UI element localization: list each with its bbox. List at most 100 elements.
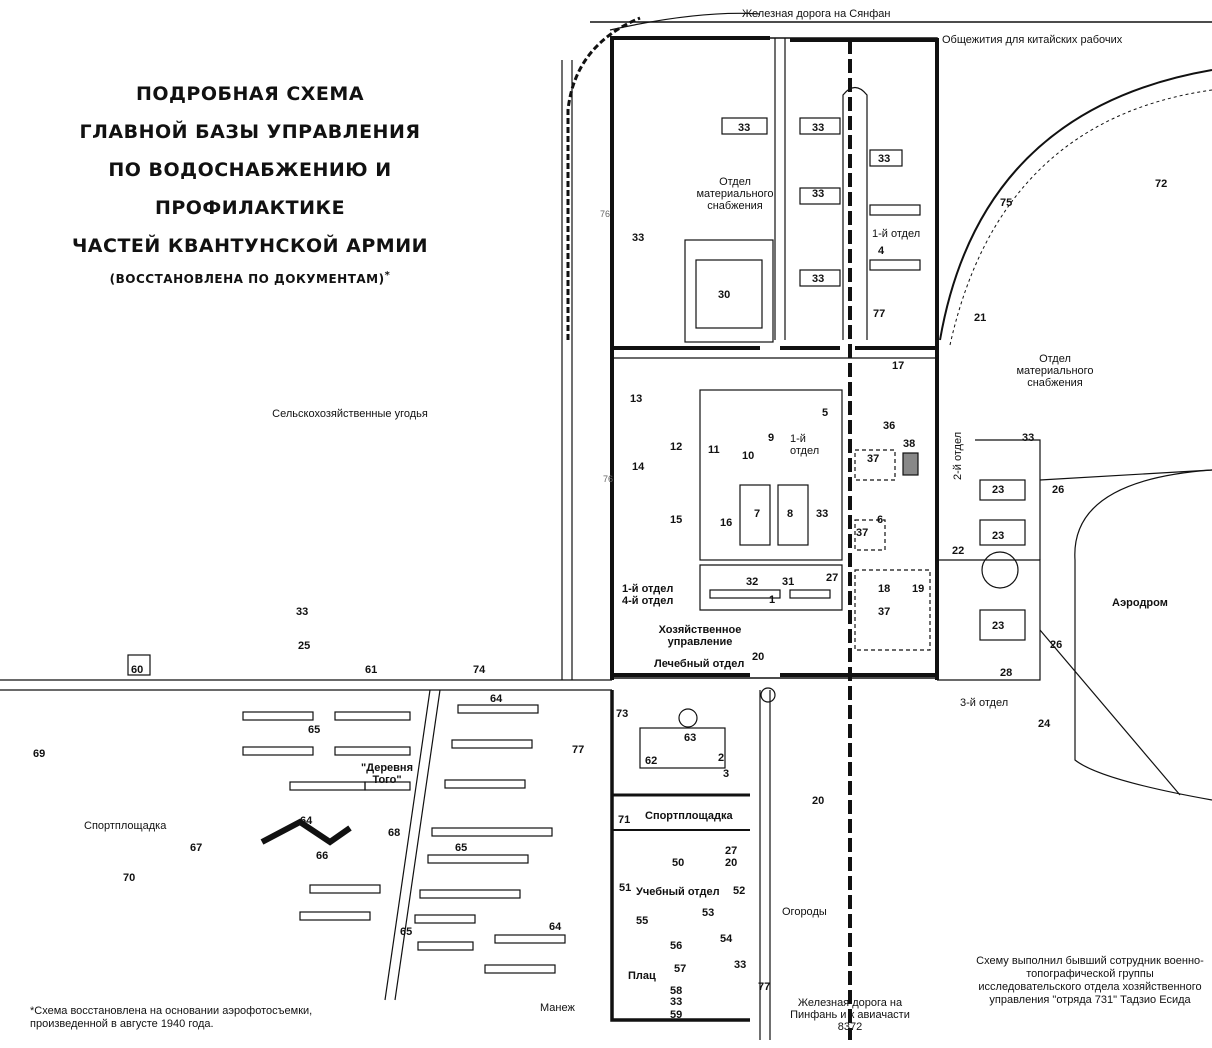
label-dept1-4: 1-й отдел 4-й отдел xyxy=(622,583,674,607)
label-dept1-top: 1-й отдел xyxy=(872,228,921,240)
bldg-num: 1 xyxy=(769,594,776,606)
bldg-num: 33 xyxy=(812,273,825,285)
roundabout-south xyxy=(760,687,776,703)
south-compound-wall xyxy=(610,690,750,1022)
bldg-num: 57 xyxy=(674,963,687,975)
central-block xyxy=(699,389,843,561)
bldg-num: 75 xyxy=(1000,197,1013,209)
bldg-num: 8 xyxy=(787,508,794,520)
label-farmland: Сельскохозяйственные угодья xyxy=(272,408,428,420)
block-hq xyxy=(699,564,843,611)
bldg-num: 69 xyxy=(33,748,46,760)
bldg-num: 23 xyxy=(992,530,1005,542)
bldg-num: 71 xyxy=(618,814,631,826)
bldg-num: 9 xyxy=(768,432,775,444)
bldg-num: 33 xyxy=(632,232,645,244)
compound-wall-west xyxy=(610,36,770,680)
bldg-num: 58 xyxy=(670,985,683,997)
bldg-num: 64 xyxy=(549,921,562,933)
bldg-num: 51 xyxy=(619,882,632,894)
bldg-num: 28 xyxy=(1000,667,1013,679)
east-block xyxy=(937,559,1041,681)
title-line-4: ЧАСТЕЙ КВАНТУНСКОЙ АРМИИ xyxy=(71,235,429,257)
subtitle-text: (ВОССТАНОВЛЕНА ПО ДОКУМЕНТАМ) xyxy=(109,272,385,286)
bldg-num: 25 xyxy=(298,640,311,652)
bldg-num: 26 xyxy=(1052,484,1065,496)
bldg-num: 13 xyxy=(630,393,643,405)
road-east xyxy=(1039,469,1212,481)
bldg-num: 66 xyxy=(316,850,329,862)
bldg-num: 50 xyxy=(672,857,685,869)
label-railway-south: Железная дорога на Пинфань и к авиачасти… xyxy=(790,997,910,1033)
bldg-num: 77 xyxy=(758,981,771,993)
bldg-num: 54 xyxy=(720,933,733,945)
bldg-num: 6 xyxy=(877,514,884,526)
bldg-num: 65 xyxy=(308,724,321,736)
bldg-num: 12 xyxy=(670,441,683,453)
railway-west-branch xyxy=(566,16,641,340)
bldg-num: 37 xyxy=(856,527,869,539)
road-diag-east xyxy=(1039,629,1181,796)
credit-note: Схему выполнил бывший сотрудник военно-т… xyxy=(976,955,1204,1006)
label-dept1-mid: 1-й отдел xyxy=(790,433,820,457)
map-title: ПОДРОБНАЯ СХЕМА ГЛАВНОЙ БАЗЫ УПРАВЛЕНИЯ … xyxy=(40,75,460,290)
bldg-num: 23 xyxy=(992,484,1005,496)
bldg-num: 33 xyxy=(812,188,825,200)
bldg-num: 20 xyxy=(812,795,825,807)
title-line-3: ПО ВОДОСНАБЖЕНИЮ И ПРОФИЛАКТИКЕ xyxy=(108,159,392,219)
bldg-num: 26 xyxy=(1050,639,1063,651)
road-diag xyxy=(394,689,441,1001)
label-medical: Лечебный отдел xyxy=(654,658,745,670)
bldg-num: 23 xyxy=(992,620,1005,632)
bldg-num: 76 xyxy=(603,474,614,484)
bldg-num: 14 xyxy=(632,461,645,473)
bldg-num: 70 xyxy=(123,872,136,884)
bldg-num: 33 xyxy=(670,996,683,1008)
bldg-num: 24 xyxy=(1038,718,1051,730)
label-dept2: 2-й отдел xyxy=(952,431,964,480)
label-airfield: Аэродром xyxy=(1112,597,1168,609)
bldg-num: 56 xyxy=(670,940,683,952)
bldg-num: 32 xyxy=(746,576,759,588)
label-training: Учебный отдел xyxy=(636,886,720,898)
bldg-num: 62 xyxy=(645,755,658,767)
bldg-num: 16 xyxy=(720,517,733,529)
bldg-num: 74 xyxy=(473,664,486,676)
bldg-num: 65 xyxy=(400,926,413,938)
compound-wall-east xyxy=(790,38,939,680)
railway-east-curve-2 xyxy=(949,89,1212,346)
label-manege: Манеж xyxy=(540,1002,575,1014)
bldg-num: 55 xyxy=(636,915,649,927)
bldg-num: 73 xyxy=(616,708,629,720)
title-subtitle: (ВОССТАНОВЛЕНА ПО ДОКУМЕНТАМ)* xyxy=(40,265,460,290)
bldg-num: 30 xyxy=(718,289,731,301)
bldg-num: 76 xyxy=(600,209,611,219)
label-parade: Плац xyxy=(628,970,656,982)
bldg-num: 72 xyxy=(1155,178,1168,190)
bldg-num: 15 xyxy=(670,514,683,526)
bldg-num: 33 xyxy=(734,959,747,971)
road-diag-2 xyxy=(384,689,431,1001)
label-dorms: Общежития для китайских рабочих xyxy=(942,34,1123,46)
title-line-1: ПОДРОБНАЯ СХЕМА xyxy=(135,83,365,105)
bldg-num: 60 xyxy=(131,664,144,676)
bldg-num: 77 xyxy=(572,744,585,756)
bldg-num: 20 xyxy=(752,651,765,663)
railway-east-curve xyxy=(939,69,1212,341)
bldg-num: 33 xyxy=(816,508,829,520)
airfield-edge xyxy=(1074,469,1212,801)
bldg-num: 7 xyxy=(754,508,761,520)
bldg-num: 38 xyxy=(903,438,916,450)
label-supply-nw: Отдел материального снабжения xyxy=(696,176,774,212)
label-sports-left: Спортплощадка xyxy=(84,820,167,832)
label-togo-village: "Деревня Того" xyxy=(361,762,413,786)
block-30-yard xyxy=(684,239,774,343)
bldg-num: 65 xyxy=(455,842,468,854)
bldg-num: 36 xyxy=(883,420,896,432)
bldg-num: 64 xyxy=(300,815,313,827)
bldg-num: 52 xyxy=(733,885,746,897)
bldg-num: 61 xyxy=(365,664,378,676)
bldg-num: 59 xyxy=(670,1009,683,1021)
